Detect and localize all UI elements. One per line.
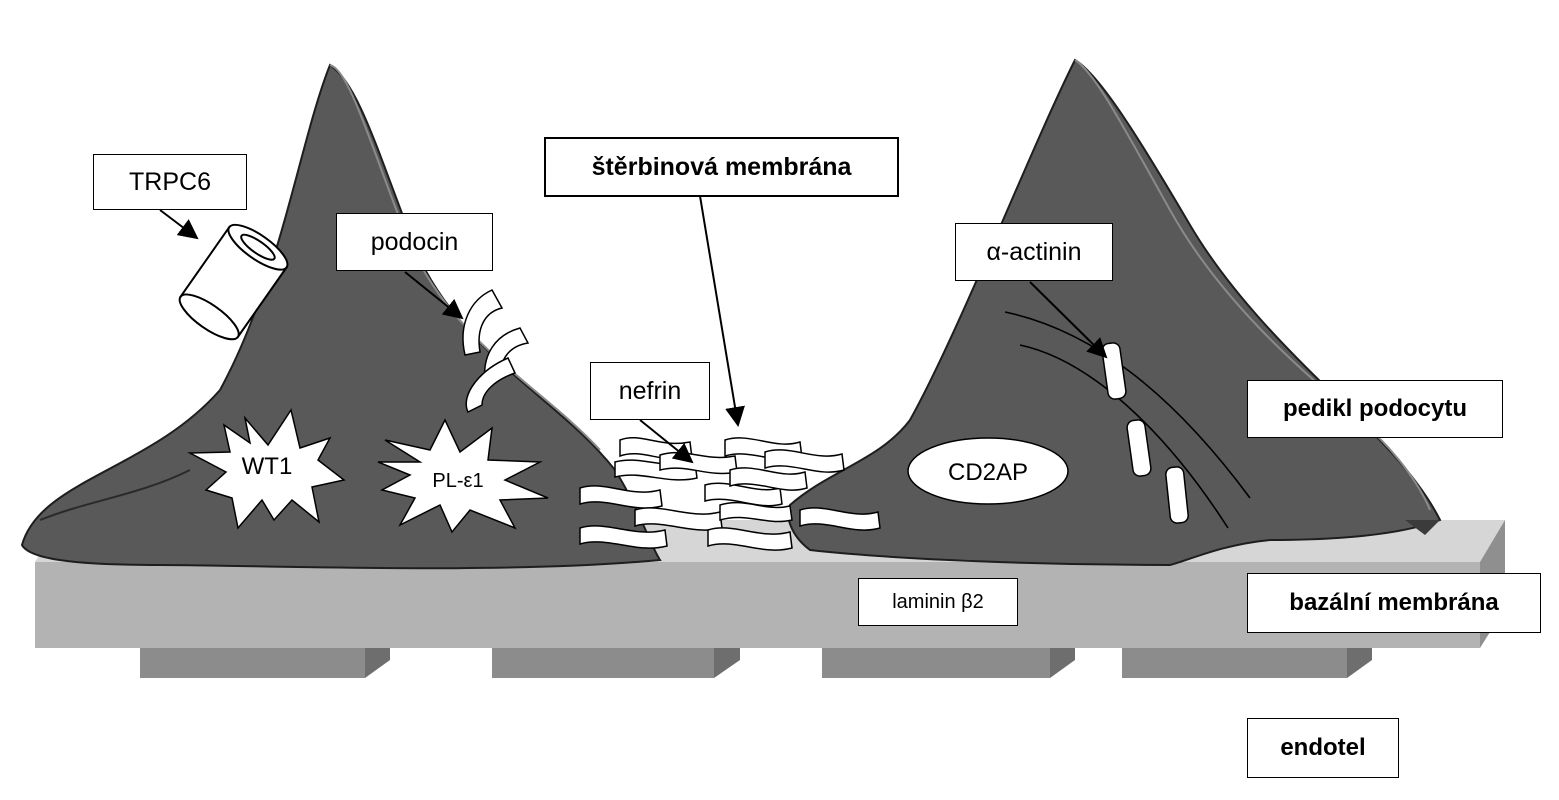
pl-epsilon1-label: PL-ε1 <box>432 470 483 492</box>
trpc6-label: TRPC6 <box>93 154 247 210</box>
endothelial-cell <box>1122 630 1372 678</box>
wt1-label: WT1 <box>242 453 293 480</box>
endothelial-cell <box>140 630 390 678</box>
arrow-podocin <box>404 271 464 320</box>
nephrin-ribbon <box>799 507 881 531</box>
podocyte-pedicle-label: pedikl podocytu <box>1247 380 1503 438</box>
pointer-arrows <box>159 195 1108 464</box>
trpc6-channel <box>178 223 289 341</box>
wt1-star: WT1 <box>187 408 346 530</box>
podocyte-right <box>787 58 1442 567</box>
endothelial-cell <box>492 630 740 678</box>
arrow-nefrin <box>639 419 694 464</box>
alpha-actinin-label: α-actinin <box>955 223 1113 281</box>
arrow-trpc6 <box>159 209 199 240</box>
basal-membrane-label: bazální membrána <box>1247 573 1541 633</box>
pl-epsilon1-star: PL-ε1 <box>377 418 549 534</box>
nephrin-ribbon <box>579 485 663 509</box>
laminin-label: laminin β2 <box>858 578 1018 626</box>
nephrin-ribbon <box>719 501 793 523</box>
cd2ap-label: CD2AP <box>948 459 1028 486</box>
actin-filaments <box>1004 311 1251 529</box>
podocin-label: podocin <box>336 213 493 271</box>
nephrin-ribbon <box>729 467 808 491</box>
nephrin-ribbon <box>764 449 845 473</box>
endothelial-cells <box>140 630 1372 678</box>
podocin-molecules <box>462 289 530 414</box>
cd2ap-molecule: CD2AP <box>907 437 1069 505</box>
nefrin-label: nefrin <box>590 362 710 420</box>
nephrin-ribbon <box>579 525 668 549</box>
alpha-actinin-molecules <box>1101 342 1189 524</box>
nephrin-ribbon <box>707 527 793 551</box>
arrow-slit-membrane <box>699 195 745 427</box>
endothelium-label: endotel <box>1247 718 1399 778</box>
nephrin-ribbons <box>579 436 881 551</box>
slit-membrane-label: štěrbinová membrána <box>544 137 899 197</box>
arrow-alpha-actinin <box>1029 281 1108 359</box>
endothelial-cell <box>822 630 1075 678</box>
